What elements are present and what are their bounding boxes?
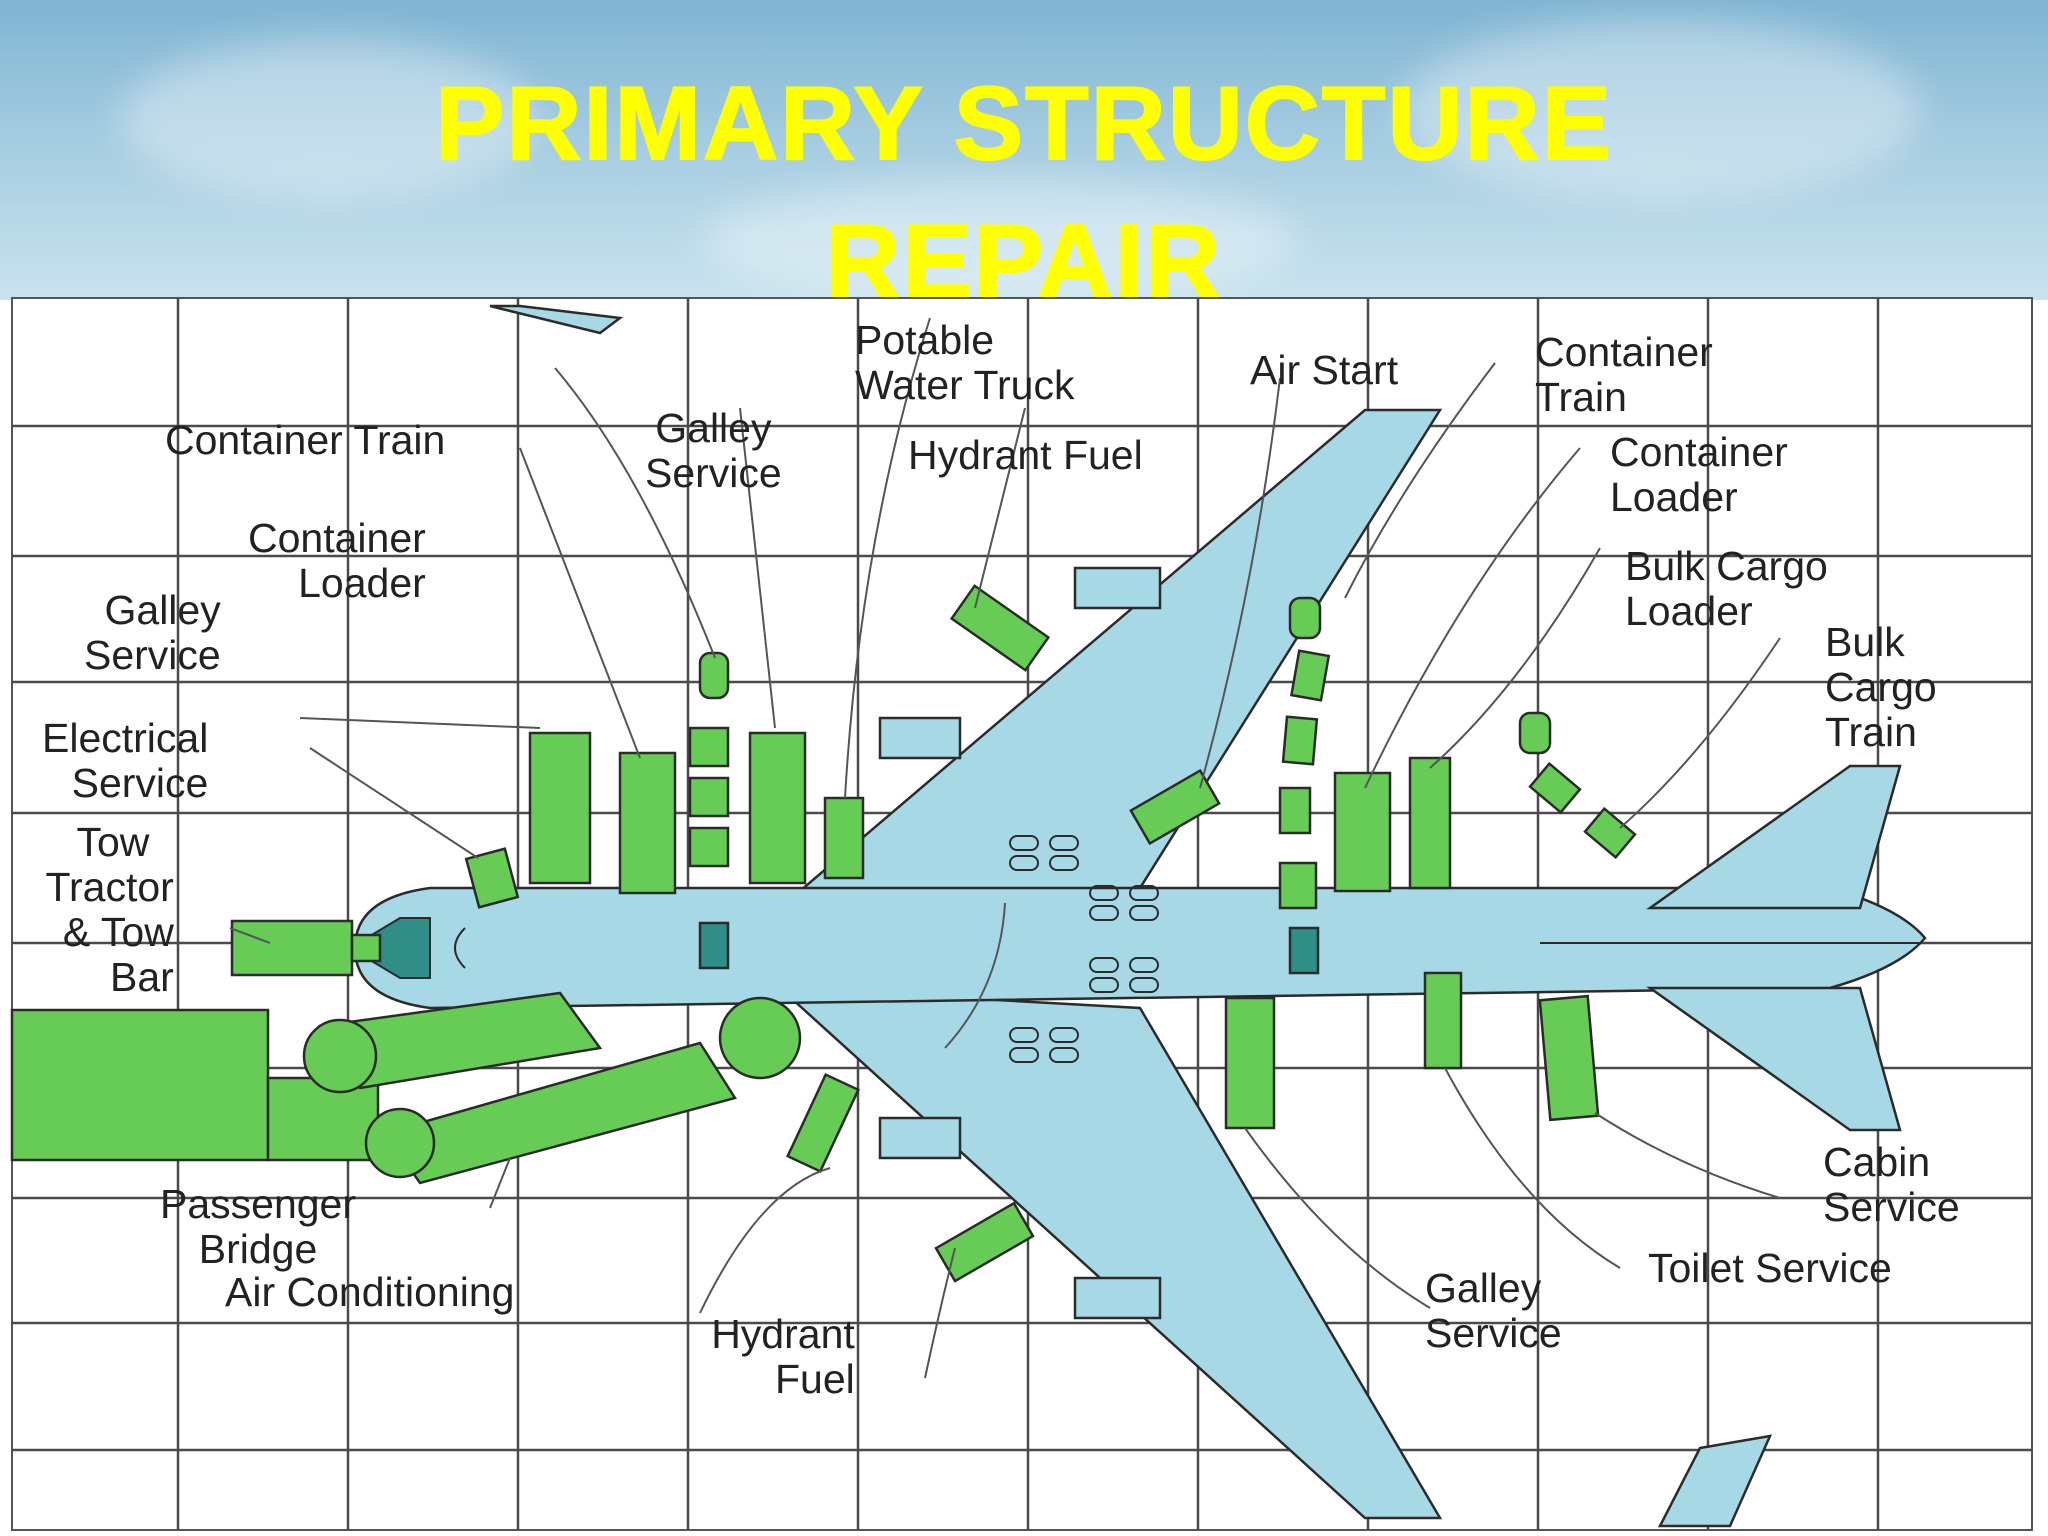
label-galley-service-bottom: Galley Service xyxy=(1425,1266,1562,1356)
label-line: Train xyxy=(1825,709,1917,755)
lower-stabilizer xyxy=(1646,986,1902,1132)
label-line: Tow xyxy=(76,819,150,865)
label-line: Bar xyxy=(110,954,174,1000)
label-container-train-right: Container Train xyxy=(1535,330,1713,420)
label-line: Train xyxy=(1535,374,1627,420)
label-line: Bulk xyxy=(1825,619,1905,665)
galley-service-truck xyxy=(748,731,807,885)
electrical-service-unit xyxy=(464,847,520,909)
label-cabin-service: Cabin Service xyxy=(1823,1140,1960,1230)
tow-tractor-vehicle xyxy=(230,919,382,977)
label-galley-service-top: Galley Service xyxy=(645,406,782,496)
label-line: Service xyxy=(1823,1184,1960,1230)
label-electrical-service: Electrical Service xyxy=(42,716,208,806)
label-line: Hydrant xyxy=(711,1311,855,1357)
label-line: Service xyxy=(645,450,782,496)
label-line: Loader xyxy=(298,560,426,606)
label-line: Bridge xyxy=(198,1226,318,1272)
right-equipment xyxy=(698,596,1637,1130)
label-line: Cabin xyxy=(1823,1139,1931,1185)
label-line: Cargo xyxy=(1825,664,1937,710)
passenger-bridge-structure xyxy=(10,991,802,1185)
upper-stabilizer xyxy=(1646,764,1902,910)
label-line: Bulk Cargo xyxy=(1625,543,1828,589)
label-container-loader-right: Container Loader xyxy=(1610,430,1788,520)
cabin-service-truck xyxy=(1538,994,1600,1122)
label-line: Tractor xyxy=(45,864,174,910)
label-bulk-cargo-loader: Bulk Cargo Loader xyxy=(1625,544,1828,634)
water-truck xyxy=(823,796,865,880)
engine xyxy=(878,1116,962,1160)
label-line: Service xyxy=(71,760,209,806)
label-galley-service-left: Galley Service xyxy=(84,588,221,678)
label-line: Water Truck xyxy=(855,362,1075,408)
label-line: & Tow xyxy=(62,909,174,955)
aircraft xyxy=(353,304,1927,1528)
label-line: Galley xyxy=(655,405,772,451)
engine xyxy=(1073,566,1162,610)
title-line-1: PRIMARY STRUCTURE xyxy=(434,65,1614,183)
galley-truck xyxy=(528,731,592,885)
galley-service-truck-right xyxy=(1224,996,1276,1130)
label-bulk-cargo-train: Bulk Cargo Train xyxy=(1825,620,1937,755)
label-line: Passenger xyxy=(160,1181,357,1227)
leader-lines xyxy=(229,317,1781,1379)
label-air-start: Air Start xyxy=(1250,347,1399,393)
label-passenger-bridge: Passenger Bridge xyxy=(160,1182,356,1272)
label-line: Potable xyxy=(855,317,995,363)
label-line: Loader xyxy=(1625,588,1753,634)
label-toilet-service: Toilet Service xyxy=(1648,1245,1892,1291)
label-air-conditioning: Air Conditioning xyxy=(225,1269,515,1315)
engine xyxy=(878,716,962,760)
label-line: Container xyxy=(1610,429,1788,475)
bulk-cargo-loader-vehicle xyxy=(1408,756,1452,890)
fuselage-details xyxy=(454,835,1920,1063)
hydrant-fuel-truck-bottom xyxy=(934,1201,1035,1283)
label-potable-water-truck: Potable Water Truck xyxy=(855,318,1074,408)
engine xyxy=(1073,1276,1162,1320)
label-line: Container xyxy=(248,515,426,561)
label-line: Service xyxy=(1425,1310,1562,1356)
label-line: Service xyxy=(84,632,221,678)
fuselage xyxy=(353,886,1927,1010)
ground-servicing-diagram: Potable Water Truck Air Start Container … xyxy=(0,288,2048,1536)
page-title: PRIMARY STRUCTURE REPAIR xyxy=(0,55,2048,331)
container-loader-vehicle xyxy=(618,751,677,895)
label-hydrant-fuel-bottom: Hydrant Fuel xyxy=(680,1312,855,1402)
label-line: Container xyxy=(1535,329,1713,375)
label-line: Galley xyxy=(1425,1265,1542,1311)
label-line: Electrical xyxy=(42,715,209,761)
container-loader-right xyxy=(1333,771,1392,893)
left-equipment xyxy=(464,584,1051,1283)
label-container-train-left: Container Train xyxy=(165,417,446,463)
toilet-service-truck xyxy=(1423,971,1463,1070)
air-start-unit xyxy=(1129,768,1221,846)
label-hydrant-fuel-top: Hydrant Fuel xyxy=(908,432,1143,478)
title-banner xyxy=(0,0,2048,300)
label-line: Loader xyxy=(1610,474,1738,520)
diagram-drawing xyxy=(10,297,2033,1531)
label-line: Galley xyxy=(104,587,221,633)
label-tow-tractor: Tow Tractor & Tow Bar xyxy=(22,819,174,1000)
air-conditioning-unit xyxy=(786,1072,860,1174)
distant-wing xyxy=(1657,1434,1773,1528)
label-line: Fuel xyxy=(775,1356,855,1402)
distant-wing xyxy=(489,304,624,335)
label-container-loader-left: Container Loader xyxy=(248,516,426,606)
